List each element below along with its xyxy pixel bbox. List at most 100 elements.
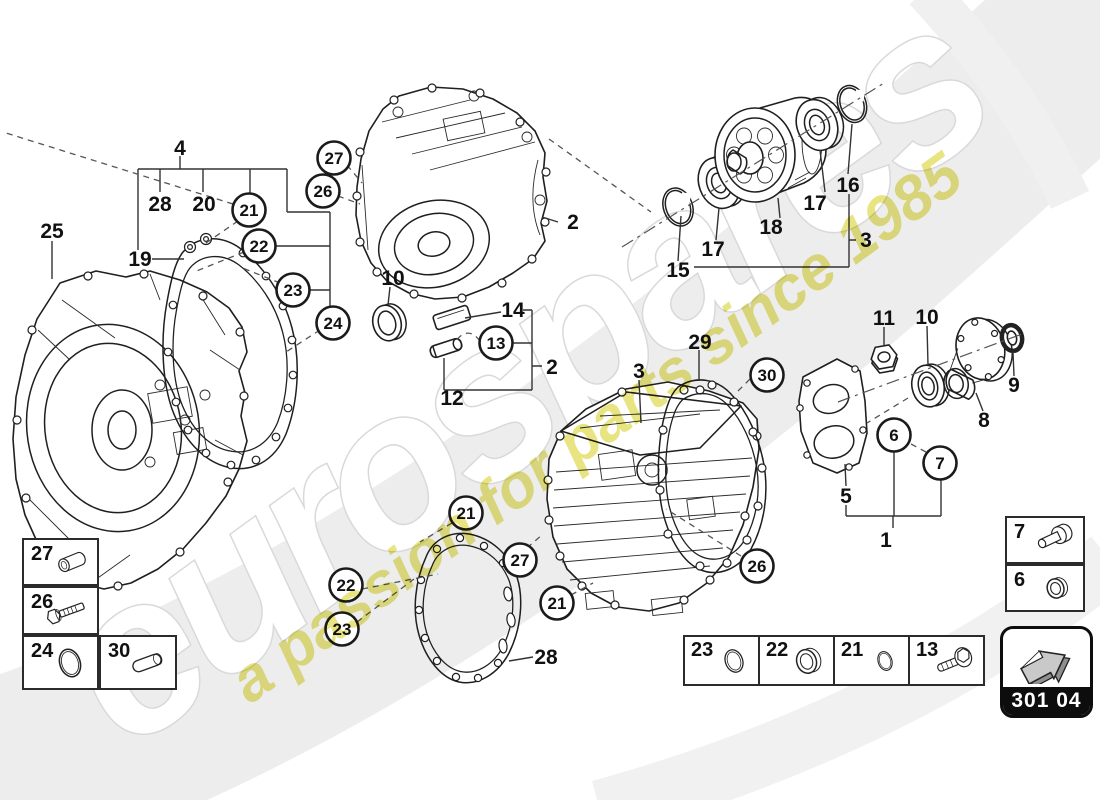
svg-text:13: 13 bbox=[487, 334, 506, 353]
legend-number: 22 bbox=[766, 639, 789, 661]
callout-21[interactable]: 21 bbox=[448, 495, 484, 531]
callout-22[interactable]: 22 bbox=[328, 567, 364, 603]
svg-text:27: 27 bbox=[325, 149, 344, 168]
svg-text:23: 23 bbox=[284, 281, 303, 300]
part-label-4: 4 bbox=[174, 137, 186, 160]
legend-cell-6[interactable]: 6 bbox=[1005, 564, 1085, 612]
part-label-15: 15 bbox=[666, 259, 690, 282]
callout-21[interactable]: 21 bbox=[231, 192, 267, 228]
svg-text:26: 26 bbox=[748, 557, 767, 576]
legend-number: 13 bbox=[916, 639, 939, 661]
svg-text:22: 22 bbox=[250, 237, 269, 256]
legend-cell-27[interactable]: 27 bbox=[22, 538, 99, 586]
callout-13[interactable]: 13 bbox=[478, 325, 514, 361]
svg-text:21: 21 bbox=[240, 201, 259, 220]
part-label-28: 28 bbox=[534, 646, 558, 669]
legend-number: 30 bbox=[108, 640, 131, 662]
part-label-29: 29 bbox=[688, 331, 711, 354]
pin-12-drawing bbox=[429, 337, 463, 359]
part-label-10: 10 bbox=[915, 306, 938, 329]
part-label-17: 17 bbox=[701, 238, 724, 261]
hex-bolt-icon bbox=[46, 602, 85, 624]
part-label-2: 2 bbox=[546, 356, 558, 379]
flange-bolt-icon bbox=[937, 646, 973, 672]
end-plate-5-drawing bbox=[796, 358, 868, 474]
callout-26[interactable]: 26 bbox=[739, 548, 775, 584]
legend-number: 6 bbox=[1014, 569, 1026, 591]
page-code: 301 04 bbox=[1003, 687, 1090, 715]
callout-7[interactable]: 7 bbox=[922, 445, 958, 481]
callout-24[interactable]: 24 bbox=[315, 305, 351, 341]
callout-27[interactable]: 27 bbox=[316, 140, 352, 176]
callout-23[interactable]: 23 bbox=[324, 611, 360, 647]
part-label-8: 8 bbox=[978, 409, 990, 432]
callout-30[interactable]: 30 bbox=[749, 357, 785, 393]
part-label-5: 5 bbox=[840, 485, 852, 508]
svg-text:23: 23 bbox=[333, 620, 352, 639]
svg-text:6: 6 bbox=[889, 426, 898, 445]
legend-cell-13[interactable]: 13 bbox=[910, 637, 983, 684]
part-label-18: 18 bbox=[759, 216, 783, 239]
direction-arrow-icon bbox=[1019, 650, 1071, 684]
legend-number: 7 bbox=[1014, 521, 1026, 543]
gearbox-housing-3-drawing bbox=[543, 381, 762, 617]
callout-22[interactable]: 22 bbox=[241, 228, 277, 264]
part-label-9: 9 bbox=[1008, 374, 1020, 397]
shim-14-drawing bbox=[432, 304, 472, 331]
legend-cell-7[interactable]: 7 bbox=[1005, 516, 1085, 564]
legend-number: 27 bbox=[31, 543, 54, 565]
shaft-seal-icon bbox=[795, 647, 822, 674]
legend-cell-21[interactable]: 21 bbox=[835, 637, 910, 684]
part-label-20: 20 bbox=[192, 193, 215, 216]
callout-26[interactable]: 26 bbox=[305, 173, 341, 209]
svg-text:21: 21 bbox=[457, 504, 476, 523]
part-label-28: 28 bbox=[148, 193, 172, 216]
part-label-1: 1 bbox=[880, 529, 892, 552]
legend-cell-23[interactable]: 23 bbox=[685, 637, 760, 684]
legend-cell-26[interactable]: 26 bbox=[22, 586, 99, 635]
legend-number: 26 bbox=[31, 591, 54, 613]
svg-text:27: 27 bbox=[511, 551, 530, 570]
gasket-29-drawing bbox=[655, 379, 767, 574]
legend-number: 21 bbox=[841, 639, 864, 661]
seal-ring-icon bbox=[724, 648, 744, 673]
plug-bolt-icon bbox=[1037, 523, 1073, 549]
legend-number: 24 bbox=[31, 640, 54, 662]
part-label-17: 17 bbox=[803, 192, 826, 215]
arrow-zone bbox=[1003, 629, 1090, 687]
callout-21[interactable]: 21 bbox=[539, 585, 575, 621]
o-ring-icon bbox=[877, 650, 893, 671]
pin-icon bbox=[132, 652, 163, 672]
leader-lines bbox=[51, 123, 1015, 662]
callout-23[interactable]: 23 bbox=[275, 272, 311, 308]
svg-text:24: 24 bbox=[324, 314, 343, 333]
part-label-10: 10 bbox=[381, 267, 404, 290]
part-label-12: 12 bbox=[440, 387, 463, 410]
part-label-19: 19 bbox=[128, 248, 151, 271]
output-flange-8-drawing bbox=[943, 317, 1013, 401]
legend-strip-bottom: 23 22 21 13 bbox=[683, 635, 985, 686]
legend-cell-22[interactable]: 22 bbox=[760, 637, 835, 684]
shaft-seal-icon bbox=[1046, 577, 1069, 599]
svg-text:30: 30 bbox=[758, 366, 777, 385]
part-label-25: 25 bbox=[40, 220, 64, 243]
part-label-11: 11 bbox=[873, 307, 896, 330]
nut-11-drawing bbox=[870, 344, 899, 374]
legend-cell-24[interactable]: 24 bbox=[22, 635, 99, 690]
legend-number: 23 bbox=[691, 639, 714, 661]
callout-27[interactable]: 27 bbox=[502, 542, 538, 578]
diagram-code-box[interactable]: 301 04 bbox=[1000, 626, 1093, 718]
gearbox-housing-2-drawing bbox=[352, 83, 551, 303]
clutch-housing-25-drawing bbox=[12, 269, 249, 591]
part-label-16: 16 bbox=[836, 174, 859, 197]
gasket-28-drawing bbox=[414, 532, 522, 684]
seal-10-left-drawing bbox=[371, 303, 407, 342]
svg-text:22: 22 bbox=[337, 576, 356, 595]
svg-text:7: 7 bbox=[935, 454, 944, 473]
legend-cell-30[interactable]: 30 bbox=[99, 635, 177, 690]
callout-6[interactable]: 6 bbox=[876, 417, 912, 453]
part-label-3: 3 bbox=[633, 360, 645, 383]
bearing-drum-assembly-drawing bbox=[662, 84, 868, 227]
